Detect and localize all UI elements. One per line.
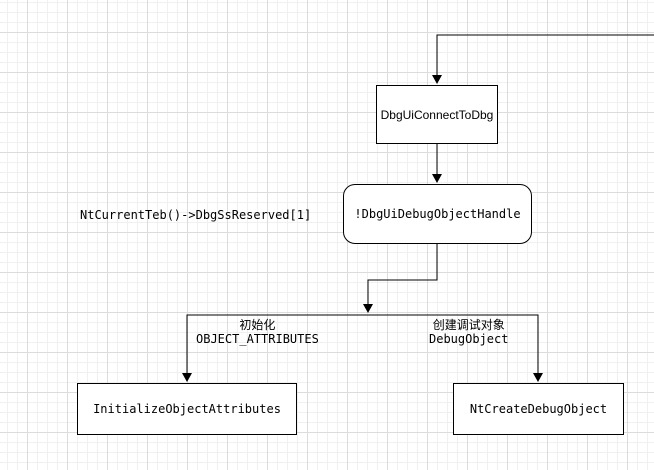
node-label: InitializeObjectAttributes bbox=[93, 402, 281, 416]
edge-junction-to-init bbox=[182, 314, 368, 382]
node-label: DbgUiConnectToDbg bbox=[380, 107, 494, 122]
edge-incoming-to-connect bbox=[432, 34, 654, 84]
node-label: !DbgUiDebugObjectHandle bbox=[354, 207, 521, 221]
edge-handle-to-junction bbox=[363, 244, 438, 313]
node-dbgui-debug-object-handle[interactable]: !DbgUiDebugObjectHandle bbox=[343, 184, 532, 244]
label-init-en: OBJECT_ATTRIBUTES bbox=[196, 332, 319, 346]
label-init-object-attributes: 初始化 OBJECT_ATTRIBUTES bbox=[196, 318, 319, 346]
label-create-debug-object: 创建调试对象 DebugObject bbox=[429, 318, 508, 346]
label-init-cn: 初始化 bbox=[239, 318, 276, 332]
label-create-cn: 创建调试对象 bbox=[432, 318, 505, 332]
node-nt-create-debug-object[interactable]: NtCreateDebugObject bbox=[453, 383, 624, 435]
node-initialize-object-attributes[interactable]: InitializeObjectAttributes bbox=[77, 383, 297, 435]
label-create-en: DebugObject bbox=[429, 332, 509, 346]
node-dbgui-connect-to-dbg[interactable]: DbgUiConnectToDbg bbox=[376, 85, 498, 144]
label-current-teb: NtCurrentTeb()->DbgSsReserved[1] bbox=[80, 208, 312, 222]
edge-junction-to-create bbox=[368, 314, 543, 382]
node-label: NtCreateDebugObject bbox=[469, 402, 608, 416]
